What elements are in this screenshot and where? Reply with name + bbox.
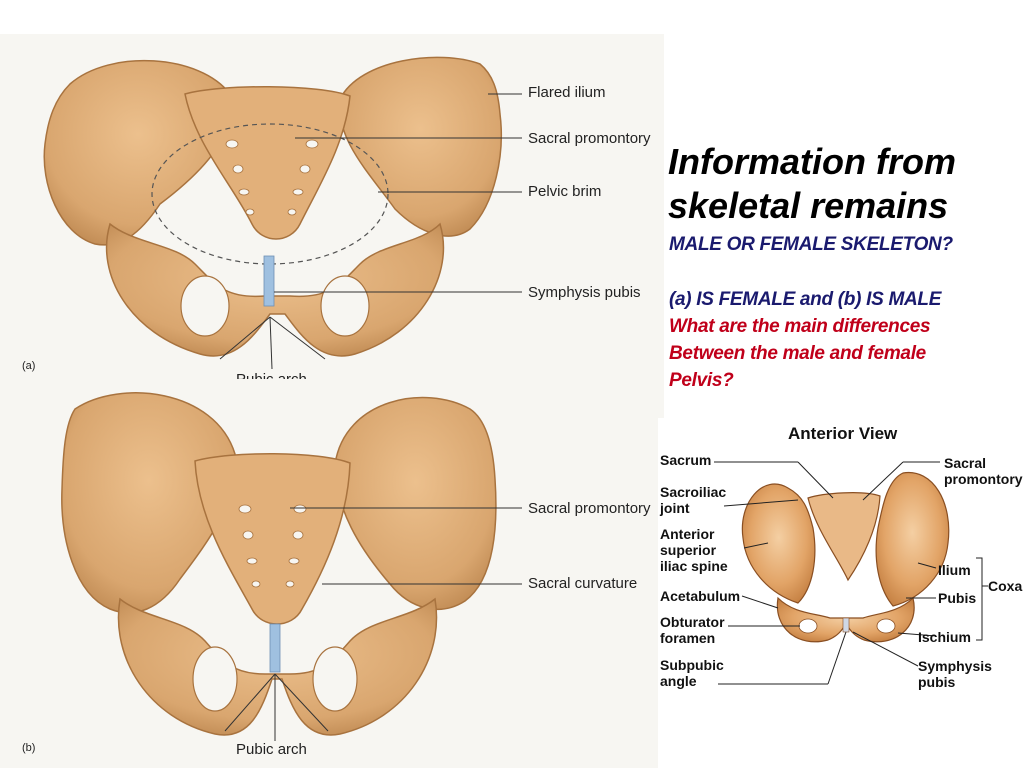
leader-lines-anterior <box>714 461 988 685</box>
label-coxa: Coxa <box>988 578 1023 594</box>
label-sacral-promontory-anterior: Sacral promontory <box>944 455 1023 487</box>
label-ischium: Ischium <box>918 629 971 645</box>
right-ilium <box>338 56 502 237</box>
anterior-pelvis-illustration <box>714 461 988 685</box>
label-sacral-promontory-a: Sacral promontory <box>528 130 651 147</box>
answer-text: (a) IS FEMALE and (b) IS MALE <box>669 289 942 310</box>
left-obturator-foramen <box>192 646 238 712</box>
prompt-line-1: What are the main differences <box>669 316 931 337</box>
label-ilium: Ilium <box>938 562 971 578</box>
left-obturator-foramen <box>180 275 230 337</box>
pelvic-brim-outline <box>151 123 389 265</box>
right-obturator-foramen <box>312 646 358 712</box>
pubic-ring <box>105 222 445 357</box>
label-sacrum: Sacrum <box>660 452 712 468</box>
label-sacroiliac-joint: Sacroiliac joint <box>660 484 727 516</box>
male-pelvis-illustration <box>61 392 522 741</box>
label-symphysis-pubis-anterior: Symphysis pubis <box>918 658 992 690</box>
label-pubic-arch-b: Pubic arch <box>236 741 307 758</box>
prompt-line-2: Between the male and female <box>669 343 926 364</box>
label-flared-ilium: Flared ilium <box>528 84 606 101</box>
symphysis-cartilage <box>842 617 850 633</box>
label-acetabulum: Acetabulum <box>660 588 741 604</box>
question-text: MALE OR FEMALE SKELETON? <box>669 234 953 255</box>
sacrum <box>807 492 881 582</box>
symphysis-cartilage <box>269 623 281 673</box>
right-obturator-foramen <box>320 275 370 337</box>
label-anterior-superior-iliac-spine: Anterior superior iliac spine <box>660 526 728 574</box>
slide-title: Information from skeletal remains <box>668 141 956 226</box>
label-pelvic-brim: Pelvic brim <box>528 183 602 200</box>
male-pelvis-panel: (b) Sacral promontory Sacral curvature P… <box>0 379 664 768</box>
sacral-foramina <box>238 504 307 588</box>
left-ilium <box>43 59 233 246</box>
panel-b-tag: (b) <box>22 742 36 754</box>
sacral-foramina <box>225 139 319 216</box>
label-pubis: Pubis <box>938 590 977 606</box>
anterior-view-diagram: Anterior View <box>658 418 1024 768</box>
right-ilium <box>875 472 950 607</box>
label-obturator-foramen: Obturator foramen <box>660 614 725 646</box>
symphysis-cartilage <box>263 255 275 307</box>
left-ilium <box>741 483 816 604</box>
right-obturator-foramen <box>876 618 896 634</box>
panel-a-tag: (a) <box>22 360 36 372</box>
sacrum <box>194 452 351 625</box>
female-pelvis-illustration <box>43 56 522 370</box>
label-subpubic-angle: Subpubic angle <box>660 657 724 689</box>
label-symphysis-pubis: Symphysis pubis <box>528 284 641 301</box>
label-sacral-curvature: Sacral curvature <box>528 575 638 592</box>
sacrum <box>184 85 351 240</box>
female-pelvis-panel: (a) Flared ilium Sacral promontory Pelvi… <box>0 34 664 387</box>
right-ilium <box>334 396 497 610</box>
left-obturator-foramen <box>798 618 818 634</box>
left-ilium <box>61 392 237 614</box>
leader-lines-a <box>219 93 522 370</box>
prompt-line-3: Pelvis? <box>669 370 734 391</box>
anterior-view-title: Anterior View <box>788 424 898 443</box>
label-sacral-promontory-b: Sacral promontory <box>528 500 651 517</box>
leader-lines-b <box>224 507 522 741</box>
